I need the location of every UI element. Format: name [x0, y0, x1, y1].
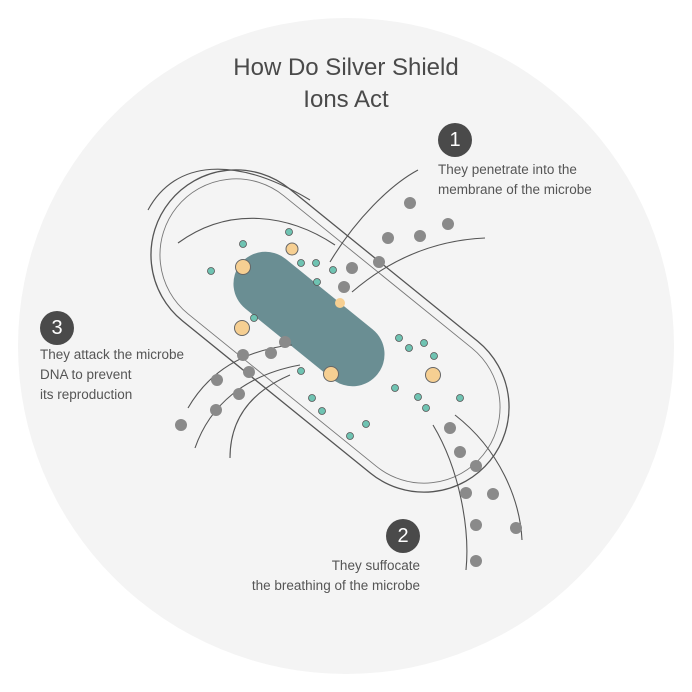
callout-2-line-2: the breathing of the microbe	[252, 576, 420, 596]
callout-3-badge: 3	[40, 311, 74, 345]
callout-2-badge: 2	[386, 519, 420, 553]
callout-1-line-2: membrane of the microbe	[438, 180, 592, 200]
callout-3-line-1: They attack the microbe	[40, 345, 184, 365]
callout-2-text: They suffocate the breathing of the micr…	[252, 556, 420, 596]
callout-3-line-2: DNA to prevent	[40, 365, 184, 385]
callout-1-badge: 1	[438, 123, 472, 157]
callout-3-text: They attack the microbe DNA to prevent i…	[40, 345, 184, 405]
callout-1-text: They penetrate into the membrane of the …	[438, 160, 592, 200]
callout-2-line-1: They suffocate	[252, 556, 420, 576]
callout-3-line-3: its reproduction	[40, 385, 184, 405]
callout-1-line-1: They penetrate into the	[438, 160, 592, 180]
